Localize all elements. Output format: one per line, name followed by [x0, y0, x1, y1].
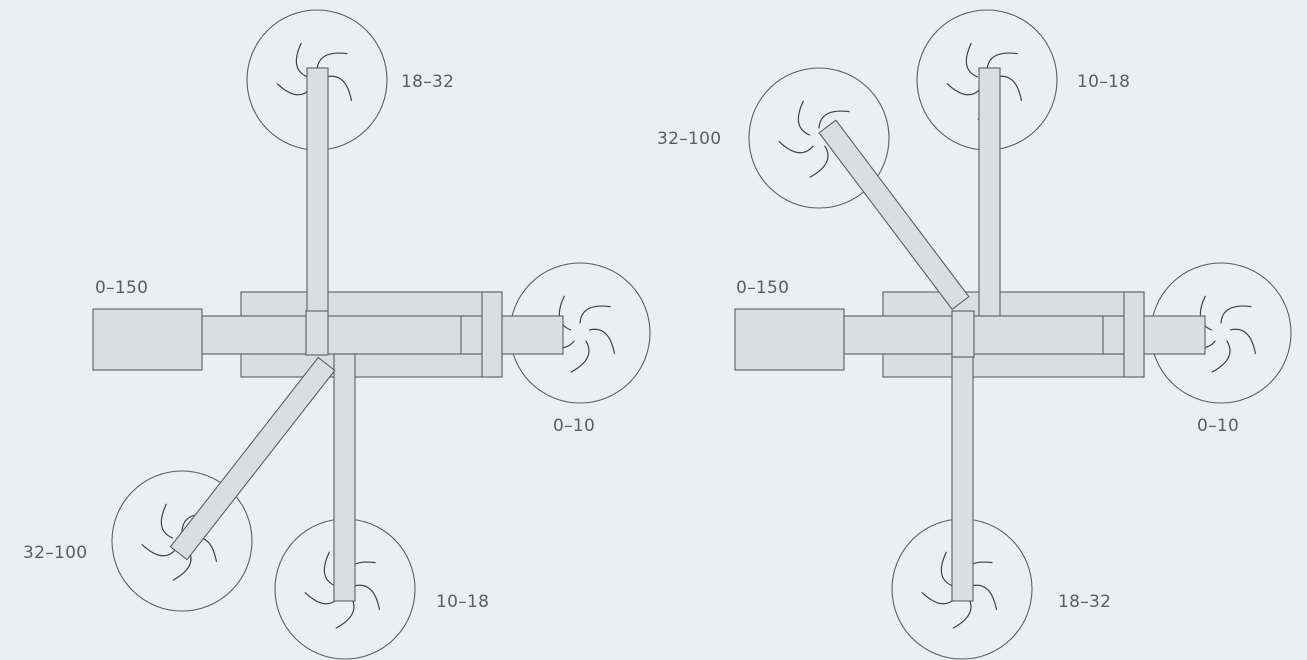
impeller-blade [579, 305, 611, 324]
left-assembly: 0–150 18–32 0–10 32–100 10–18 [23, 9, 651, 660]
impeller-blade [965, 42, 979, 78]
impeller-blade [946, 83, 982, 96]
shaft-collar [1102, 315, 1126, 355]
arm-bottom [333, 353, 356, 602]
arm-diagonal [169, 356, 336, 561]
impeller-blade [818, 110, 850, 129]
main-shaft [201, 315, 564, 355]
impeller-blade [588, 328, 615, 354]
wheel-label-right: 0–10 [1197, 416, 1239, 436]
impeller-blade [353, 584, 380, 610]
impeller-blade [940, 551, 954, 587]
main-shaft [843, 315, 1206, 355]
impeller-blade [1229, 328, 1256, 354]
hub-block [305, 310, 329, 356]
wheel-label-top: 18–32 [401, 72, 454, 92]
wheel-circle [748, 67, 890, 209]
motor-label: 0–150 [736, 278, 789, 298]
motor-block [92, 308, 203, 371]
shaft-collar [460, 315, 484, 355]
wheel-label-right: 0–10 [553, 416, 595, 436]
impeller-blade [141, 544, 177, 557]
wheel-label-bottom: 10–18 [436, 592, 489, 612]
impeller-icon [304, 551, 380, 629]
wheel-label-top: 10–18 [1077, 72, 1130, 92]
impeller-blade [323, 551, 337, 587]
impeller-blade [778, 141, 814, 154]
impeller-blade [295, 42, 309, 78]
impeller-blade [1211, 340, 1231, 373]
arm-top [306, 67, 329, 313]
impeller-blade [809, 145, 829, 178]
impeller-blade [325, 75, 352, 101]
wheel-circle [111, 470, 253, 612]
impeller-blade [316, 52, 348, 71]
impeller-blade [921, 592, 957, 605]
impeller-blade [276, 83, 312, 96]
impeller-blade [952, 596, 972, 629]
arm-top [978, 67, 1001, 317]
impeller-blade [160, 503, 174, 539]
motor-label: 0–150 [95, 278, 148, 298]
wheel-label-upper-left: 32–100 [657, 129, 721, 149]
arm-bottom [951, 354, 974, 602]
end-flange [481, 291, 503, 378]
motor-block [734, 308, 845, 371]
end-flange [1123, 291, 1145, 378]
impeller-blade [986, 52, 1018, 71]
wheel-label-lower-left: 32–100 [23, 543, 87, 563]
right-assembly: 0–150 10–18 32–100 0–10 18–32 [657, 9, 1292, 660]
impeller-blade [335, 596, 355, 629]
impeller-blade [1220, 305, 1252, 324]
impeller-blade [970, 584, 997, 610]
wheel-label-bottom: 18–32 [1058, 592, 1111, 612]
wheel-bottom [274, 518, 416, 660]
impeller-blade [570, 340, 590, 373]
impeller-blade [797, 100, 811, 136]
hub-block [951, 310, 975, 358]
arm-diagonal [818, 119, 970, 311]
